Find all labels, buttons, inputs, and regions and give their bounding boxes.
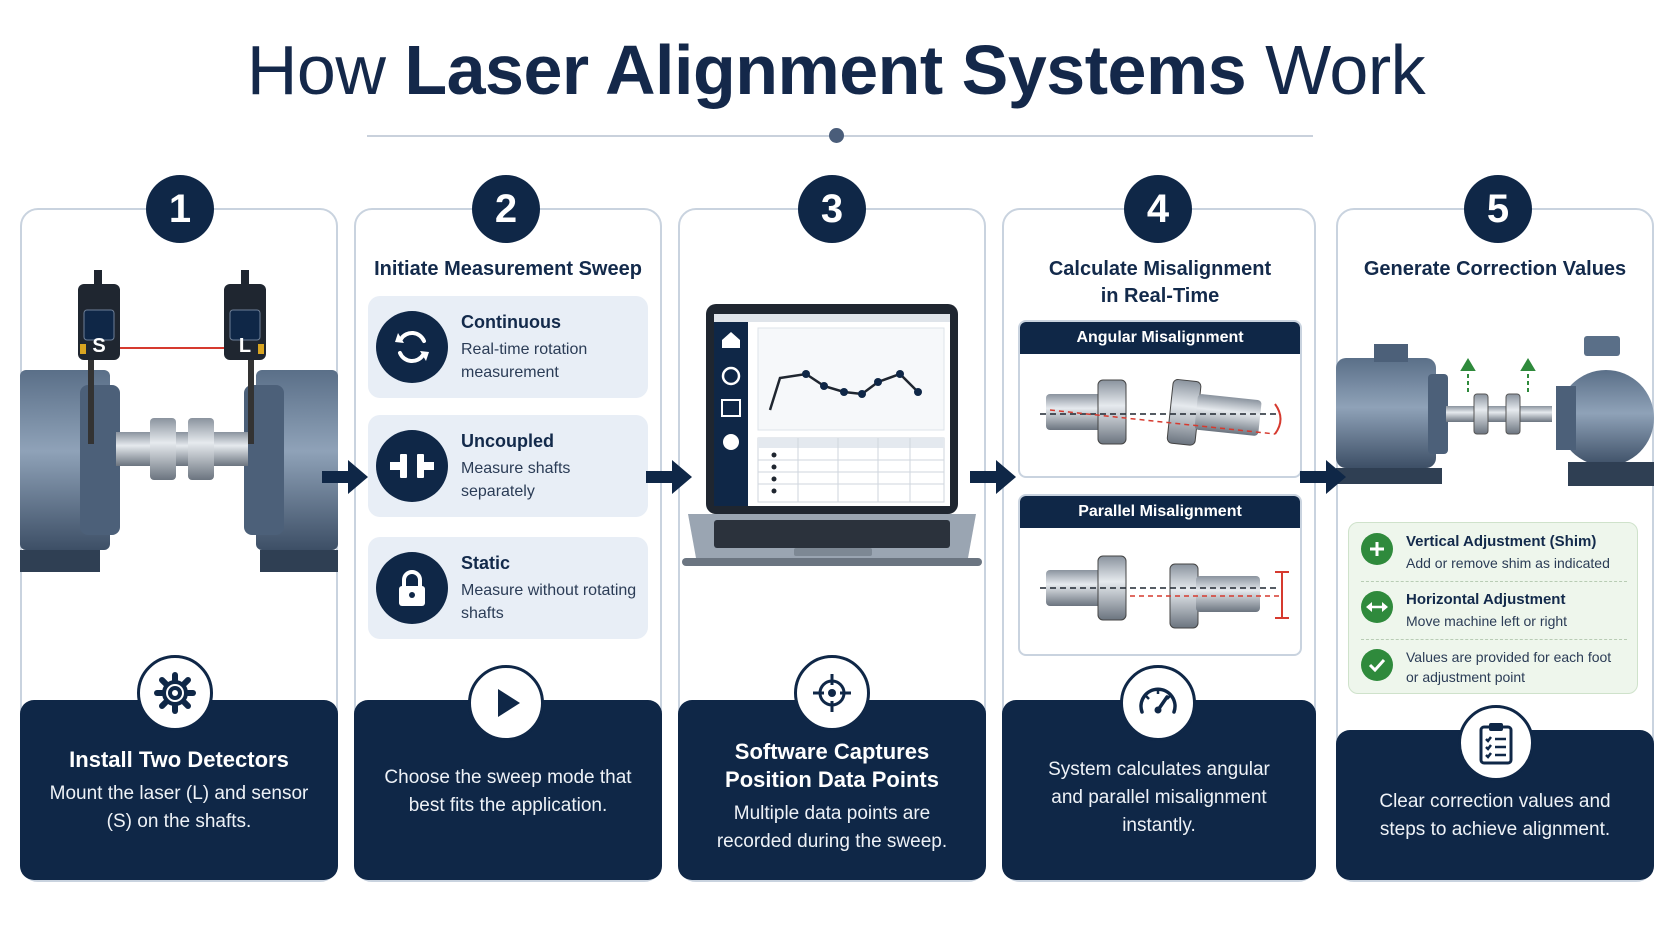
mode-desc: Measure without rotating shafts [461, 582, 637, 622]
laptop-illustration [682, 304, 982, 566]
step-3-heading: Software Captures Position Data Points [725, 739, 939, 792]
clipboard-icon [1458, 705, 1534, 781]
adjustment-text: Move machine left or right [1406, 613, 1568, 629]
step-3-number: 3 [798, 175, 866, 243]
crosshair-icon [794, 655, 870, 731]
step-1-text: Mount the laser (L) and sensor (S) on th… [49, 783, 309, 832]
arrow-right-icon [646, 460, 692, 494]
parallel-misalignment-panel: Parallel Misalignment [1018, 494, 1302, 656]
check-icon [1361, 649, 1393, 681]
arrow-right-icon [322, 460, 368, 494]
parallel-misalignment-diagram [1040, 555, 1289, 629]
adjustment-horizontal: Horizontal Adjustment Move machine left … [1349, 581, 1639, 635]
step-3-text: Multiple data points are recorded during… [716, 803, 948, 852]
mode-static[interactable]: Static Measure without rotating shafts [368, 537, 648, 639]
lock-icon [376, 552, 448, 624]
gear-icon [137, 655, 213, 731]
step-1-heading: Install Two Detectors [69, 747, 289, 772]
adjustment-vertical: Vertical Adjustment (Shim) Add or remove… [1349, 523, 1639, 577]
page-title: How Laser Alignment Systems Work [0, 30, 1672, 110]
mode-title: Uncoupled [461, 431, 554, 451]
angular-misalignment-diagram [1040, 379, 1282, 446]
plus-icon [1361, 533, 1393, 565]
panel-title: Angular Misalignment [1020, 322, 1300, 354]
shaft-coupling-illustration [20, 270, 338, 572]
mode-title: Static [461, 553, 511, 573]
step-2-footer: Choose the sweep mode that best fits the… [354, 700, 662, 880]
uncoupled-shafts-icon [376, 430, 448, 502]
angular-misalignment-panel: Angular Misalignment [1018, 320, 1302, 478]
detector-label-s: S [92, 335, 106, 357]
adjustment-title: Horizontal Adjustment [1406, 591, 1566, 608]
mode-desc: Real-time rotation measurement [461, 341, 588, 381]
step-2-number: 2 [472, 175, 540, 243]
adjustment-text: Values are provided for each foot or adj… [1406, 649, 1612, 685]
step-2-text: Choose the sweep mode that best fits the… [384, 767, 632, 816]
mode-uncoupled[interactable]: Uncoupled Measure shafts separately [368, 415, 648, 517]
title-divider-dot [829, 128, 844, 143]
play-icon[interactable] [468, 665, 544, 741]
title-prefix: How [246, 31, 386, 109]
step-5-text: Clear correction values and steps to ach… [1379, 791, 1611, 840]
step-5-number: 5 [1464, 175, 1532, 243]
arrow-right-icon [970, 460, 1016, 494]
panel-title: Parallel Misalignment [1020, 496, 1300, 528]
mode-desc: Measure shafts separately [461, 460, 571, 500]
adjustment-list: Vertical Adjustment (Shim) Add or remove… [1348, 522, 1638, 694]
horizontal-arrows-icon [1361, 591, 1393, 623]
title-bold: Laser Alignment Systems [404, 31, 1247, 109]
step-2-heading: Initiate Measurement Sweep [374, 258, 642, 280]
adjustment-title: Vertical Adjustment (Shim) [1406, 533, 1597, 550]
gauge-icon [1120, 665, 1196, 741]
adjustment-divider [1361, 639, 1627, 640]
step-4-heading: Calculate Misalignment in Real-Time [1048, 258, 1272, 307]
detector-label-l: L [238, 335, 252, 357]
step-4-text: System calculates angular and parallel m… [1048, 759, 1270, 836]
rotate-icon [376, 311, 448, 383]
arrow-right-icon [1300, 460, 1346, 494]
adjustment-divider [1361, 581, 1627, 582]
adjustment-values: Values are provided for each foot or adj… [1349, 639, 1639, 693]
step-1-number: 1 [146, 175, 214, 243]
title-suffix: Work [1265, 31, 1426, 109]
mode-continuous[interactable]: Continuous Real-time rotation measuremen… [368, 296, 648, 398]
motor-pump-illustration [1336, 336, 1654, 486]
step-5-heading: Generate Correction Values [1363, 258, 1627, 280]
step-4-number: 4 [1124, 175, 1192, 243]
mode-title: Continuous [461, 312, 561, 332]
adjustment-text: Add or remove shim as indicated [1406, 555, 1610, 571]
